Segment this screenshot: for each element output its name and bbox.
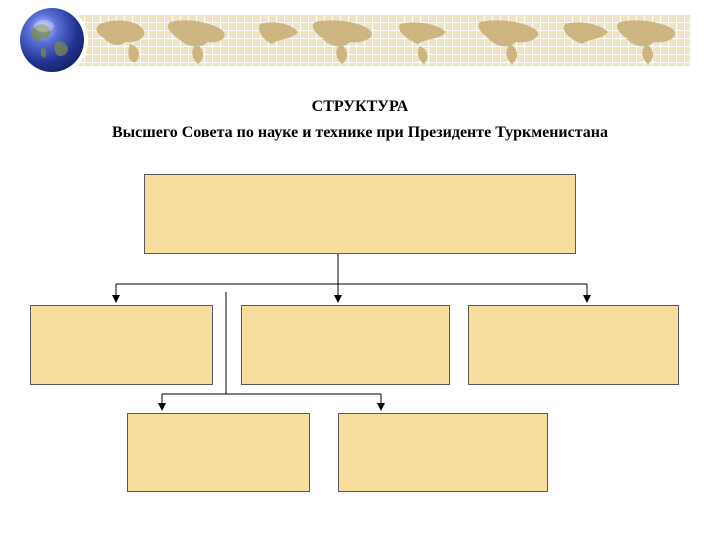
org-box-level3	[127, 413, 310, 492]
org-box-level2	[241, 305, 450, 385]
org-box-level3	[338, 413, 548, 492]
org-box-level2	[30, 305, 213, 385]
org-box-top	[144, 174, 576, 254]
header-banner	[60, 14, 690, 66]
org-box-level2	[468, 305, 679, 385]
chart-subtitle: Высшего Совета по науке и технике при Пр…	[111, 124, 609, 141]
world-map-icon	[96, 20, 676, 64]
globe-icon	[20, 8, 84, 72]
chart-title: СТРУКТУРА	[311, 98, 409, 115]
